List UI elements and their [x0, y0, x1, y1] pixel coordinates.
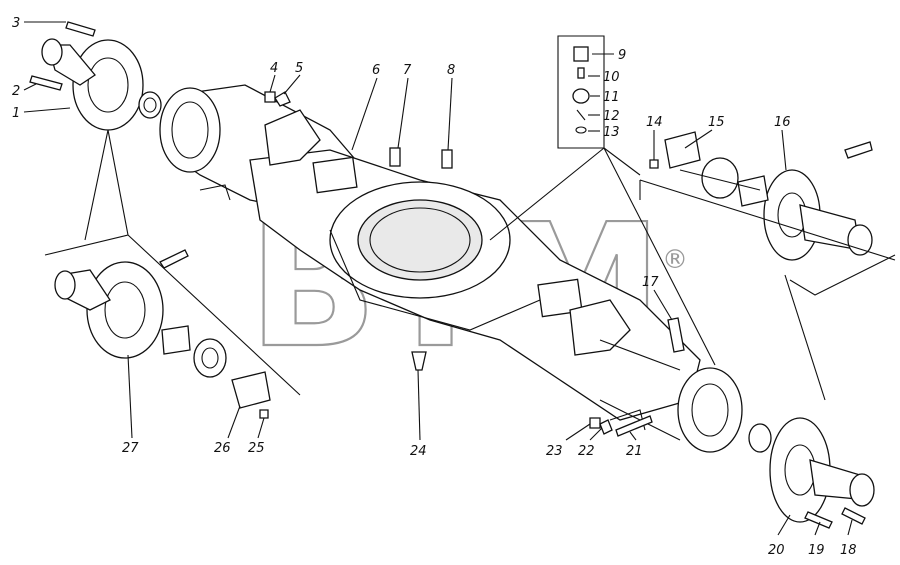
- callout-22: 22: [578, 444, 595, 459]
- callout-24: 24: [410, 444, 427, 459]
- hub-upper-right: [664, 131, 873, 261]
- callout-26: 26: [214, 441, 231, 456]
- callout-15: 15: [708, 115, 725, 130]
- callout-20: 20: [768, 543, 785, 558]
- callout-16: 16: [774, 115, 791, 130]
- callout-numbers: 3 2 1 4 5 6 7 8 9 10 11 12 13 14 15 16 1…: [12, 16, 857, 558]
- callout-21: 21: [626, 444, 643, 459]
- callout-14: 14: [646, 115, 663, 130]
- hub-upper-left: [41, 38, 162, 131]
- callout-6: 6: [372, 63, 380, 78]
- callout-8: 8: [447, 63, 455, 78]
- watermark-registered-mark: ®: [662, 245, 688, 275]
- callout-17: 17: [642, 275, 659, 290]
- hub-lower-left: [54, 249, 271, 409]
- callout-27: 27: [122, 441, 139, 456]
- callout-18: 18: [840, 543, 857, 558]
- leader-lines: [23, 21, 853, 536]
- small-parts: [29, 21, 685, 437]
- callout-23: 23: [546, 444, 563, 459]
- callout-2: 2: [12, 84, 20, 99]
- callout-7: 7: [403, 63, 412, 78]
- callout-12: 12: [603, 109, 620, 124]
- callout-5: 5: [295, 61, 303, 76]
- axle-housing: [159, 84, 743, 453]
- callout-10: 10: [603, 70, 620, 85]
- callout-25: 25: [248, 441, 265, 456]
- hub-lower-right: [748, 417, 875, 529]
- callout-1: 1: [12, 106, 20, 121]
- callout-13: 13: [603, 125, 620, 140]
- callout-11: 11: [603, 90, 620, 105]
- guide-lines: [44, 129, 896, 401]
- callout-19: 19: [808, 543, 825, 558]
- callout-4: 4: [270, 61, 278, 76]
- callout-9: 9: [618, 48, 626, 63]
- callout-3: 3: [12, 16, 20, 31]
